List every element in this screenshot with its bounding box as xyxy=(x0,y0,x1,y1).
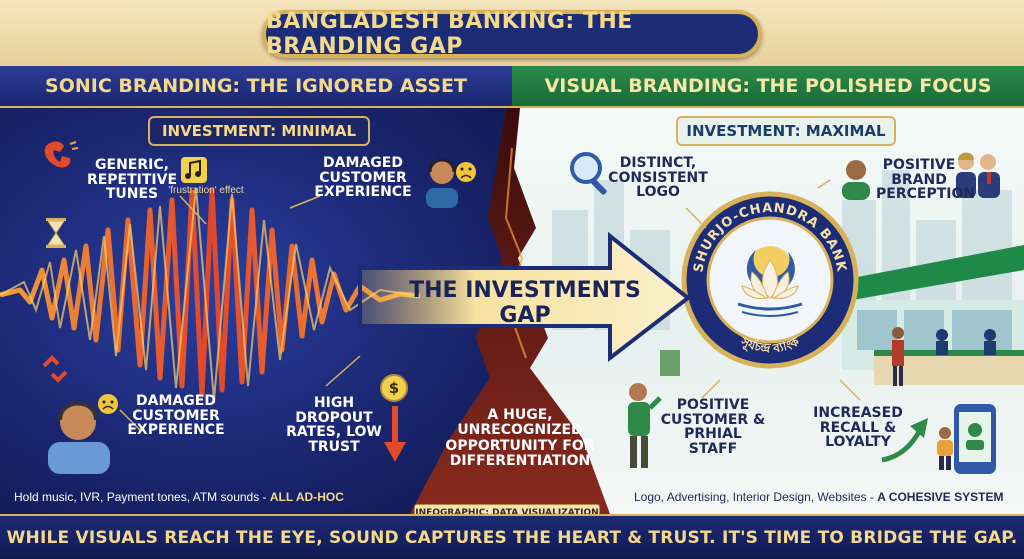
down-arrow-icon xyxy=(384,406,406,462)
damaged-experience-bottom-label: DAMAGED CUSTOMER EXPERIENCE xyxy=(127,393,225,439)
person-icon xyxy=(842,160,870,200)
bank-logo-seal: SHURJO-CHANDRA BANK সূর্যচন্দ্র ব্যাংক xyxy=(681,191,859,369)
phone-app-icon xyxy=(954,404,996,474)
logo-label: DISTINCT, CONSISTENT LOGO xyxy=(608,155,708,201)
growth-arrow-icon xyxy=(881,418,928,463)
svg-text:সূর্যচন্দ্র ব্যাংক: সূর্যচন্দ্র ব্যাংক xyxy=(737,334,802,356)
generic-tunes-label: GENERIC, REPETITIVE TUNES xyxy=(86,157,178,203)
visual-header-label: VISUAL BRANDING: THE POLISHED FOCUS xyxy=(544,75,992,97)
sonic-header-label: SONIC BRANDING: THE IGNORED ASSET xyxy=(45,75,467,97)
footer-banner: WHILE VISUALS REACH THE EYE, SOUND CAPTU… xyxy=(0,514,1024,559)
recall-label: INCREASED RECALL & LOYALTY xyxy=(813,405,903,451)
frustration-effect-label: 'frustration' effect xyxy=(168,185,244,196)
bank-name-bengali: সূর্যচন্দ্র ব্যাংক xyxy=(737,334,802,356)
gap-arrow-label: THE INVESTMENTS GAP xyxy=(409,278,641,328)
title-ribbon: BANGLADESH BANKING: THE BRANDING GAP xyxy=(262,9,762,59)
page-title: BANGLADESH BANKING: THE BRANDING GAP xyxy=(266,9,633,59)
investment-maximal-badge: INVESTMENT: MAXIMAL xyxy=(676,116,896,146)
music-note-icon xyxy=(181,157,207,183)
visual-caption-emph: A COHESIVE SYSTEM xyxy=(877,490,1004,504)
sonic-caption-text: Hold music, IVR, Payment tones, ATM soun… xyxy=(14,490,270,504)
svg-text:$: $ xyxy=(389,379,399,397)
lotus-logo-icon xyxy=(741,259,799,299)
brand-perception-label: POSITIVE BRAND PERCEPTION xyxy=(876,157,976,203)
dropout-label: HIGH DROPOUT RATES, LOW TRUST xyxy=(286,395,382,456)
visual-caption: Logo, Advertising, Interior Design, Webs… xyxy=(634,490,1014,504)
gap-arrow xyxy=(358,231,692,363)
soundwave-graphic xyxy=(0,187,421,401)
opportunity-label: A HUGE, UNRECOGNIZED OPPORTUNITY FOR DIF… xyxy=(445,407,595,470)
investment-minimal-badge: INVESTMENT: MINIMAL xyxy=(148,116,370,146)
agent-icon xyxy=(48,394,118,474)
sonic-header: SONIC BRANDING: THE IGNORED ASSET xyxy=(0,66,512,108)
sonic-caption: Hold music, IVR, Payment tones, ATM soun… xyxy=(14,490,444,504)
staff-person-icon xyxy=(628,383,662,468)
child-icon xyxy=(937,427,953,470)
damaged-experience-top-label: DAMAGED CUSTOMER EXPERIENCE xyxy=(314,155,412,201)
visual-header: VISUAL BRANDING: THE POLISHED FOCUS xyxy=(512,66,1024,108)
magnifier-icon xyxy=(570,152,607,195)
headset-agent-icon xyxy=(426,158,476,208)
staff-label: POSITIVE CUSTOMER & PRHIAL STAFF xyxy=(660,397,766,458)
dollar-icon: $ xyxy=(380,374,408,402)
visual-caption-text: Logo, Advertising, Interior Design, Webs… xyxy=(634,490,878,504)
phone-icon xyxy=(44,141,79,168)
couple-icon xyxy=(956,152,1000,198)
hourglass-icon xyxy=(46,218,66,248)
broken-link-icon xyxy=(42,355,68,383)
standing-person xyxy=(892,327,904,386)
footer-text: WHILE VISUALS REACH THE EYE, SOUND CAPTU… xyxy=(6,527,1018,548)
sonic-caption-emph: ALL AD-HOC xyxy=(269,490,344,504)
